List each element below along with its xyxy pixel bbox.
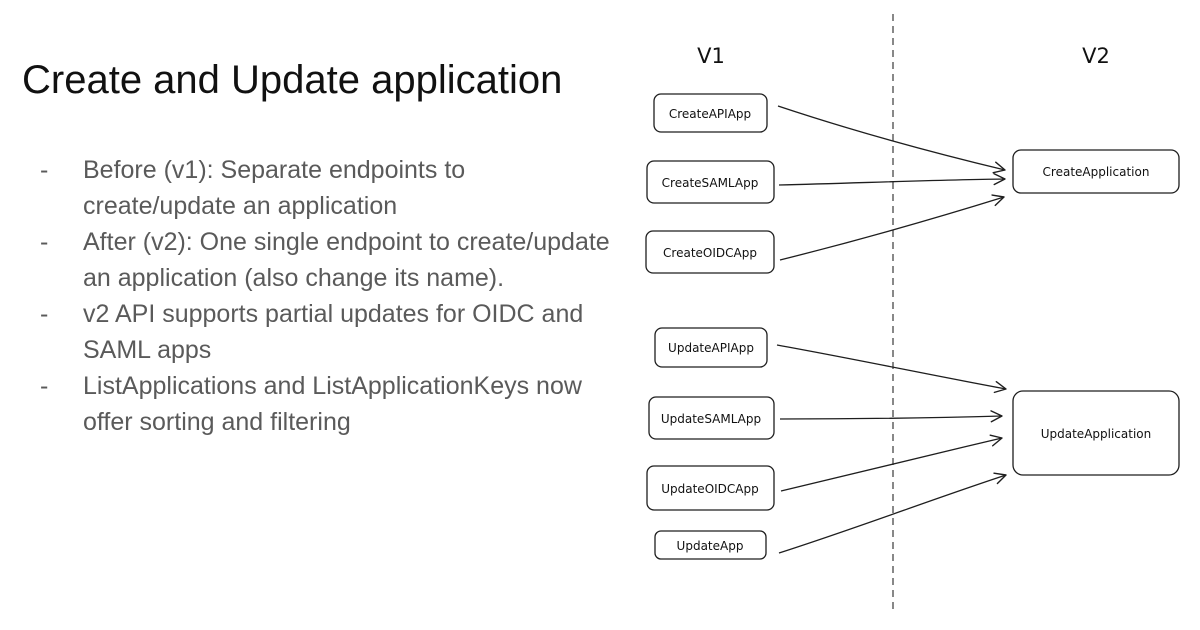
v1-create-saml-app-node: CreateSAMLApp (646, 160, 775, 204)
bullet-item: - v2 API supports partial updates for OI… (40, 296, 610, 368)
v1-update-oidc-app-node: UpdateOIDCApp (646, 465, 775, 511)
node-label: UpdateSAMLApp (661, 412, 761, 426)
v1-create-oidc-app-node: CreateOIDCApp (645, 230, 775, 274)
bullet-dash: - (40, 300, 49, 328)
v1-update-api-app-node: UpdateAPIApp (654, 327, 768, 368)
v2-create-application-node: CreateApplication (1012, 149, 1180, 194)
node-label: CreateAPIApp (669, 107, 751, 121)
node-label: UpdateOIDCApp (661, 482, 759, 496)
v2-header: V2 (1082, 44, 1110, 68)
bullet-dash: - (40, 156, 49, 184)
bullet-text: Before (v1): Separate endpoints to creat… (83, 156, 466, 220)
node-label: UpdateApp (677, 539, 744, 553)
bullet-item: - Before (v1): Separate endpoints to cre… (40, 152, 610, 224)
node-label: UpdateAPIApp (668, 341, 754, 355)
arrow-create-saml-to-create-application (778, 173, 1006, 186)
v1-update-app-node: UpdateApp (654, 530, 767, 560)
bullet-list: - Before (v1): Separate endpoints to cre… (40, 152, 610, 440)
bullet-text: After (v2): One single endpoint to creat… (83, 228, 610, 292)
arrow-update-api-to-update-application (776, 344, 1007, 394)
bullet-dash: - (40, 228, 49, 256)
arrow-create-oidc-to-create-application (779, 194, 1005, 261)
node-label: CreateApplication (1043, 165, 1150, 179)
node-label: CreateSAMLApp (662, 176, 759, 190)
bullet-dash: - (40, 372, 49, 400)
arrow-update-saml-to-update-application (779, 410, 1003, 423)
v2-update-application-node: UpdateApplication (1012, 390, 1180, 476)
v1-header: V1 (697, 44, 725, 68)
bullet-text: v2 API supports partial updates for OIDC… (83, 300, 584, 364)
arrow-update-oidc-to-update-application (780, 434, 1003, 492)
arrow-update-app-to-update-application (778, 472, 1007, 554)
slide-title: Create and Update application (22, 58, 563, 102)
node-label: CreateOIDCApp (663, 246, 757, 260)
arrow-create-api-to-create-application (777, 105, 1006, 174)
node-label: UpdateApplication (1041, 427, 1152, 441)
bullet-text: ListApplications and ListApplicationKeys… (83, 372, 582, 436)
bullet-item: - After (v2): One single endpoint to cre… (40, 224, 610, 296)
bullet-item: - ListApplications and ListApplicationKe… (40, 368, 610, 440)
v1-create-api-app-node: CreateAPIApp (653, 93, 768, 133)
v1-update-saml-app-node: UpdateSAMLApp (648, 396, 775, 440)
